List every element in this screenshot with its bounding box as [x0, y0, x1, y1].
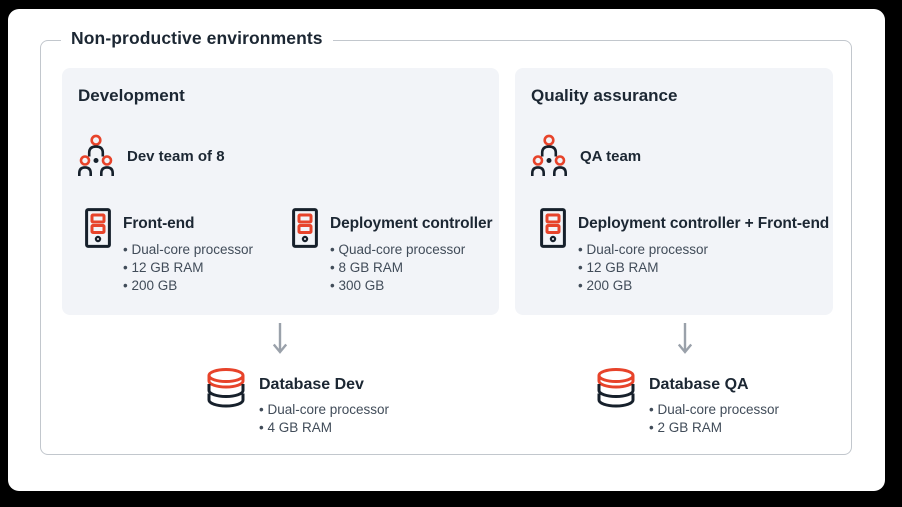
- database-title: Database Dev: [259, 376, 364, 393]
- team-icon: [531, 134, 567, 178]
- diagram-card: Non-productive environments Development …: [8, 9, 885, 491]
- server-title: Deployment controller: [330, 215, 493, 232]
- spec-item: Dual-core processor: [123, 241, 253, 259]
- server-front-end-text: Front-end Dual-core processor 12 GB RAM …: [123, 208, 253, 295]
- server-specs: Dual-core processor 12 GB RAM 200 GB: [578, 241, 829, 295]
- panel-title-qa: Quality assurance: [531, 86, 678, 105]
- spec-item: 8 GB RAM: [330, 259, 492, 277]
- panel-title-development: Development: [78, 86, 185, 105]
- arrow-down-icon: [677, 321, 693, 354]
- spec-item: 200 GB: [123, 277, 253, 295]
- server-specs: Quad-core processor 8 GB RAM 300 GB: [330, 241, 492, 295]
- qa-team-label: QA team: [580, 147, 642, 165]
- server-specs: Dual-core processor 12 GB RAM 200 GB: [123, 241, 253, 295]
- group-title: Non-productive environments: [61, 28, 333, 49]
- spec-item: 200 GB: [578, 277, 829, 295]
- spec-item: Dual-core processor: [259, 401, 389, 419]
- spec-item: 12 GB RAM: [578, 259, 829, 277]
- server-icon: [292, 208, 318, 248]
- arrow-down-icon: [272, 321, 288, 354]
- spec-item: Dual-core processor: [578, 241, 829, 259]
- server-icon: [540, 208, 566, 248]
- database-icon: [597, 368, 635, 408]
- database-title: Database QA: [649, 376, 749, 393]
- spec-item: 2 GB RAM: [649, 419, 779, 437]
- spec-item: Quad-core processor: [330, 241, 492, 259]
- server-icon: [85, 208, 111, 248]
- database-specs: Dual-core processor 4 GB RAM: [259, 401, 389, 437]
- database-icon: [207, 368, 245, 408]
- qa-team-row: QA team: [531, 134, 641, 178]
- dev-team-label: Dev team of 8: [127, 147, 225, 165]
- server-title: Deployment controller + Front-end: [578, 215, 830, 232]
- quality-assurance-panel: Quality assurance QA team Deployment con…: [515, 68, 833, 315]
- database-dev-block: Database Dev Dual-core processor 4 GB RA…: [205, 364, 389, 437]
- spec-item: 300 GB: [330, 277, 492, 295]
- team-icon: [78, 134, 114, 178]
- spec-item: 4 GB RAM: [259, 419, 389, 437]
- server-deployment-frontend-text: Deployment controller + Front-end Dual-c…: [578, 208, 829, 295]
- server-deployment-controller: Deployment controller Quad-core processo…: [292, 208, 493, 295]
- database-dev-text: Database Dev Dual-core processor 4 GB RA…: [259, 364, 389, 437]
- server-deployment-frontend: Deployment controller + Front-end Dual-c…: [540, 208, 829, 295]
- dev-team-row: Dev team of 8: [78, 134, 225, 178]
- database-specs: Dual-core processor 2 GB RAM: [649, 401, 779, 437]
- spec-item: Dual-core processor: [649, 401, 779, 419]
- server-deployment-controller-text: Deployment controller Quad-core processo…: [330, 208, 493, 295]
- development-panel: Development Dev team of 8 Front-end Dual…: [62, 68, 499, 315]
- server-title: Front-end: [123, 215, 195, 232]
- non-productive-environments-group: Non-productive environments: [40, 28, 852, 455]
- database-qa-block: Database QA Dual-core processor 2 GB RAM: [595, 364, 779, 437]
- spec-item: 12 GB RAM: [123, 259, 253, 277]
- database-qa-text: Database QA Dual-core processor 2 GB RAM: [649, 364, 779, 437]
- server-front-end: Front-end Dual-core processor 12 GB RAM …: [85, 208, 253, 295]
